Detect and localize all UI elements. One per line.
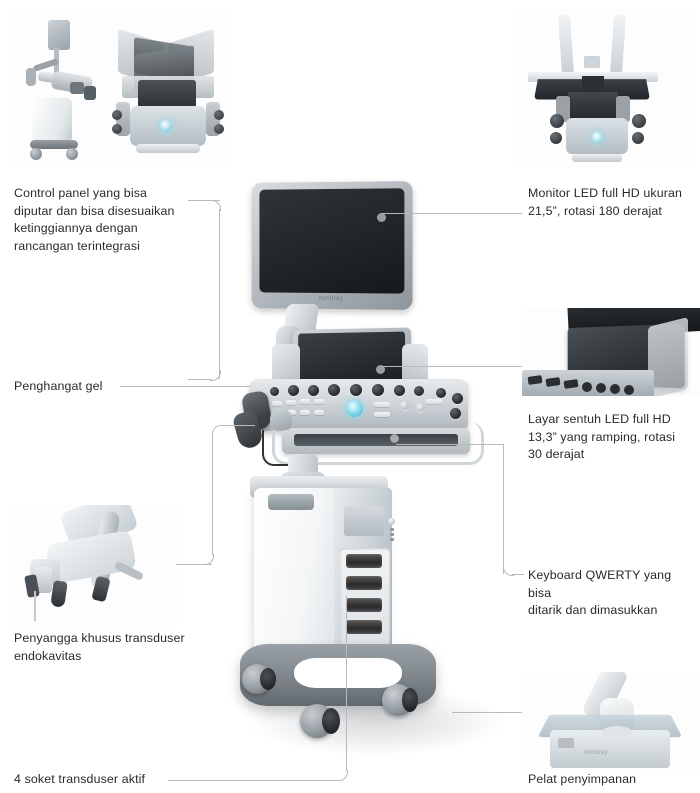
transducer-socket-1[interactable] [346,554,382,568]
leader-storage-tray [452,712,522,713]
panel-key-7[interactable] [300,410,310,415]
transducer-socket-2[interactable] [346,576,382,590]
panel-knob-2[interactable] [288,385,299,396]
panel-key-3[interactable] [300,399,310,404]
panel-slider[interactable] [426,399,442,404]
callout-monitor: Monitor LED full HD ukuran 21,5”, rotasi… [528,186,683,218]
main-machine-illustration: mindray [231,176,516,776]
status-led-2 [390,533,394,536]
trackball[interactable] [346,400,363,417]
thumbnail-endocavity-holder-closeup [8,505,178,627]
panel-knob-10[interactable] [452,393,463,404]
transducer-socket-3[interactable] [346,598,382,612]
leader-keyboard-h [512,574,524,575]
panel-key-2[interactable] [286,400,296,405]
leader-monitor [382,213,522,214]
probe-holder-cup-1 [270,408,292,430]
panel-key-4[interactable] [314,399,324,404]
panel-knob-7[interactable] [394,385,405,396]
thumbnail-monitor-front-view [512,8,690,168]
status-led-1 [390,528,394,531]
panel-knob-11[interactable] [450,408,461,419]
leader-sockets-v [346,596,347,771]
thumbnail-storage-tray-closeup: mindray [522,672,700,770]
keyboard-callout-dot [390,434,399,443]
callout-keyboard: Keyboard QWERTY yang bisa ditarik dan di… [528,568,672,618]
callout-transducer-sockets: 4 soket transduser aktif [14,772,146,786]
monitor-brand-label: mindray [318,295,344,303]
monitor-callout-dot [377,213,386,222]
panel-key-9[interactable] [374,402,390,407]
leader-endocavity-corner1 [203,554,214,565]
transducer-socket-4[interactable] [346,620,382,634]
leader-control-panel-h2 [188,379,212,380]
panel-knob-13[interactable] [416,403,425,412]
keyboard-keys-slot [294,434,458,446]
leader-keyboard-v [503,444,504,574]
leader-touchscreen [382,366,522,367]
probe-cable [262,430,288,466]
caster-rear-left-tread [260,668,276,690]
leader-gel-warmer [120,386,250,387]
callout-endocavity-holder: Penyangga khusus transduser endokavitas [14,631,185,663]
panel-knob-12[interactable] [400,401,409,410]
cart-side-handle[interactable] [268,494,314,510]
callout-control-panel: Control panel yang bisa diputar dan bisa… [14,186,175,253]
leader-control-panel-h1 [188,200,220,201]
leader-sockets-corner [337,770,348,781]
leader-control-panel-v [219,209,220,379]
cart-base-opening [294,658,402,688]
power-button[interactable] [388,518,395,525]
thumb-rotation-composite [112,20,224,160]
leader-endocavity-h1 [176,564,212,565]
qwerty-keyboard-drawer[interactable] [282,428,470,454]
thumb-side-cart [14,14,110,162]
leader-endocavity-corner2 [212,425,223,436]
callout-touchscreen: Layar sentuh LED full HD 13,3” yang ramp… [528,412,676,462]
monitor-screen [259,188,405,294]
panel-key-6[interactable] [286,410,296,415]
panel-key-10[interactable] [374,412,390,417]
thumbnail-touchscreen-closeup [522,308,700,396]
caster-front-left-tread [322,708,340,734]
panel-knob-8[interactable] [414,386,424,396]
leader-endocavity-h2 [221,425,255,426]
panel-knob-3[interactable] [308,385,319,396]
leader-keyboard-top [396,444,504,445]
panel-key-1[interactable] [272,401,282,406]
monitor-frame: mindray [251,181,413,310]
caster-rear-right-tread [402,688,418,712]
thumbnail-side-and-rotation-view [8,8,230,168]
leader-control-panel-corner [210,200,221,211]
callout-storage-tray: Pelat penyimpanan [528,772,637,786]
panel-knob-4[interactable] [328,384,340,396]
panel-knob-9[interactable] [436,388,446,398]
panel-knob-6[interactable] [372,384,384,396]
panel-knob-5[interactable] [350,384,362,396]
leader-sockets-h1 [168,780,340,781]
callout-gel-warmer: Penghangat gel [14,379,103,393]
status-led-3 [390,538,394,541]
panel-knob-1[interactable] [270,387,279,396]
panel-key-8[interactable] [314,410,324,415]
leader-keyboard-corner [503,565,514,576]
touchscreen-callout-dot [376,365,385,374]
cart-vent-slot [344,506,384,536]
touchscreen-display [297,331,406,385]
keyboard-handle-bar [272,422,484,465]
leader-endocavity-v [212,434,213,555]
